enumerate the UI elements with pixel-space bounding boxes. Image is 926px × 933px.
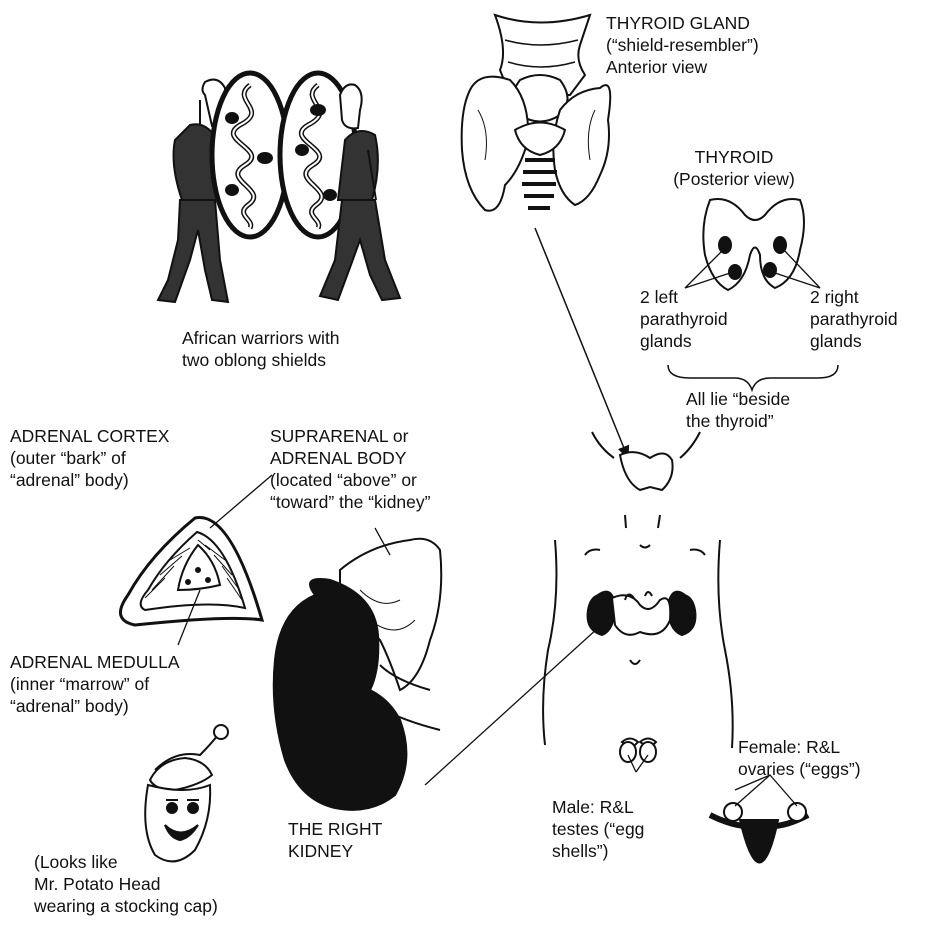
thyroid-gland-label: THYROID GLAND (“shield-resembler”) Anter… [606,12,759,78]
body-outline [543,432,733,772]
thyroid-pointer-arrow [535,228,628,458]
right-kidney-label: THE RIGHT KIDNEY [288,818,382,862]
thyroid-posterior-label: THYROID (Posterior view) [668,146,800,190]
kidney-illustration [274,528,598,810]
suprarenal-label: SUPRARENAL or ADRENAL BODY (located “abo… [270,425,430,513]
female-ovaries-label: Female: R&L ovaries (“eggs”) [738,736,861,780]
warriors-illustration [158,73,400,302]
warriors-caption: African warriors with two oblong shields [182,327,340,371]
adrenal-section-illustration [120,475,272,645]
adrenal-medulla-label: ADRENAL MEDULLA (inner “marrow” of “adre… [10,651,180,717]
potato-head-illustration [145,725,228,861]
adrenal-cortex-label: ADRENAL CORTEX (outer “bark” of “adrenal… [10,425,169,491]
thyroid-anterior-illustration [462,15,611,211]
male-testes-label: Male: R&L testes (“egg shells”) [552,796,644,862]
potato-head-caption: (Looks like Mr. Potato Head wearing a st… [34,851,218,917]
right-parathyroid-label: 2 right parathyroid glands [810,286,898,352]
left-parathyroid-label: 2 left parathyroid glands [640,286,728,352]
beside-thyroid-label: All lie “beside the thyroid” [686,388,790,432]
ovaries-illustration [710,775,808,863]
